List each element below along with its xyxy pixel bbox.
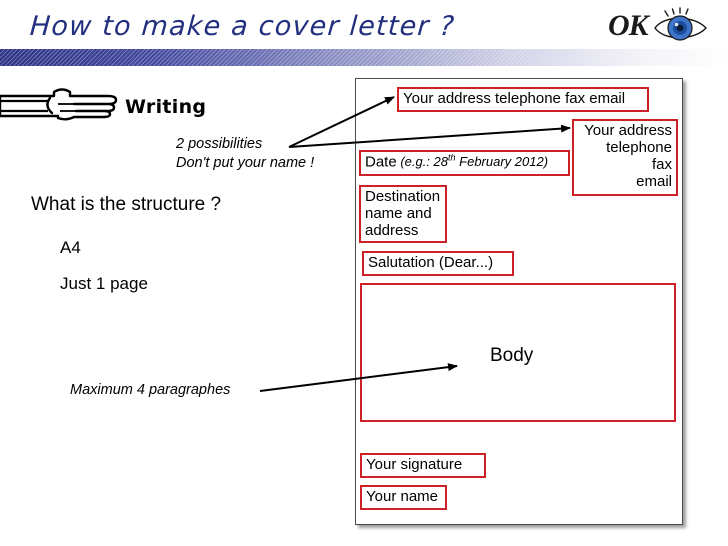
- logo-text: OK: [608, 9, 649, 42]
- note-dont-put-your-name: Don't put your name !: [176, 155, 315, 171]
- letter-address-right-box: Your address telephone fax email: [572, 119, 678, 196]
- section-heading-writing: Writing: [125, 96, 207, 118]
- letter-date-box: Date (e.g.: 28th February 2012): [359, 150, 570, 176]
- date-example: (e.g.: 28th February 2012): [397, 153, 549, 170]
- pointing-hand-icon: [0, 88, 118, 121]
- structure-bullet-a4: A4: [60, 238, 81, 257]
- letter-header-box: Your address telephone fax email: [397, 87, 649, 112]
- date-label: Date: [365, 153, 397, 171]
- letter-body-box: Body: [360, 283, 676, 422]
- letter-name-box: Your name: [360, 485, 447, 510]
- letter-destination-box: Destination name and address: [359, 185, 447, 243]
- title-divider-bar: [0, 49, 728, 66]
- structure-bullet-just-1-page: Just 1 page: [60, 274, 148, 293]
- date-example-ordinal: th: [448, 153, 456, 163]
- structure-question: What is the structure ?: [31, 194, 222, 215]
- letter-signature-box: Your signature: [360, 453, 486, 478]
- note-maximum-paragraphs: Maximum 4 paragraphes: [70, 382, 231, 398]
- oko-logo: OK: [608, 7, 720, 45]
- date-example-prefix: (e.g.: 28: [400, 154, 449, 170]
- date-example-suffix: February 2012): [455, 154, 549, 170]
- letter-salutation-box: Salutation (Dear...): [362, 251, 514, 276]
- letter-page-diagram: Your address telephone fax email Your ad…: [355, 78, 683, 525]
- letter-body-label: Body: [490, 345, 534, 366]
- page-title: How to make a cover letter ?: [28, 11, 457, 42]
- eye-icon: [654, 7, 707, 41]
- note-two-possibilities: 2 possibilities: [176, 136, 263, 152]
